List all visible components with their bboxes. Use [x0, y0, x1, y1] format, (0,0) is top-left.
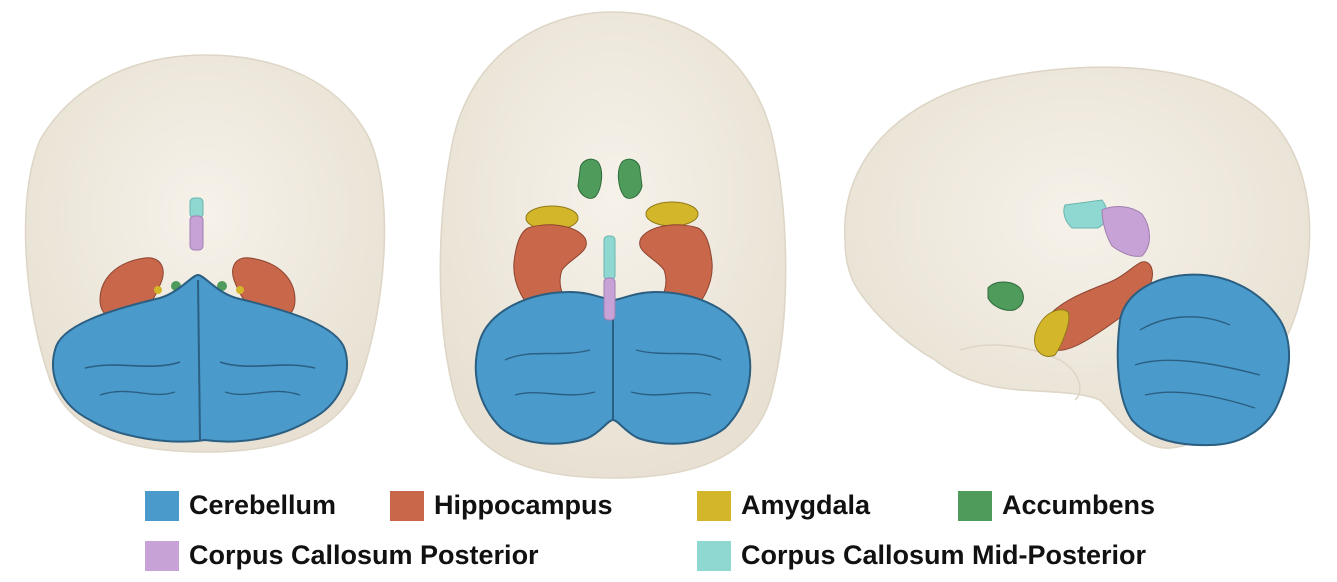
amygdala-posterior-view [154, 286, 162, 294]
cc-mid-posterior-superior-view [604, 236, 615, 280]
cc-posterior-posterior-view [190, 216, 203, 250]
cc-posterior-superior-view [604, 278, 615, 320]
cc-mid-posterior-posterior-view [190, 198, 203, 218]
cerebellum-lateral-view [1118, 275, 1289, 445]
accumbens-right-superior-view [618, 159, 642, 198]
amygdala-posterior-view [236, 286, 244, 294]
superior-view [440, 12, 785, 478]
cc-mid-posterior-lateral-view [1064, 200, 1107, 228]
posterior-view [26, 55, 385, 452]
accumbens-left-superior-view [578, 159, 602, 198]
amygdala-right-superior-view [646, 202, 698, 226]
lateral-view [845, 67, 1310, 448]
